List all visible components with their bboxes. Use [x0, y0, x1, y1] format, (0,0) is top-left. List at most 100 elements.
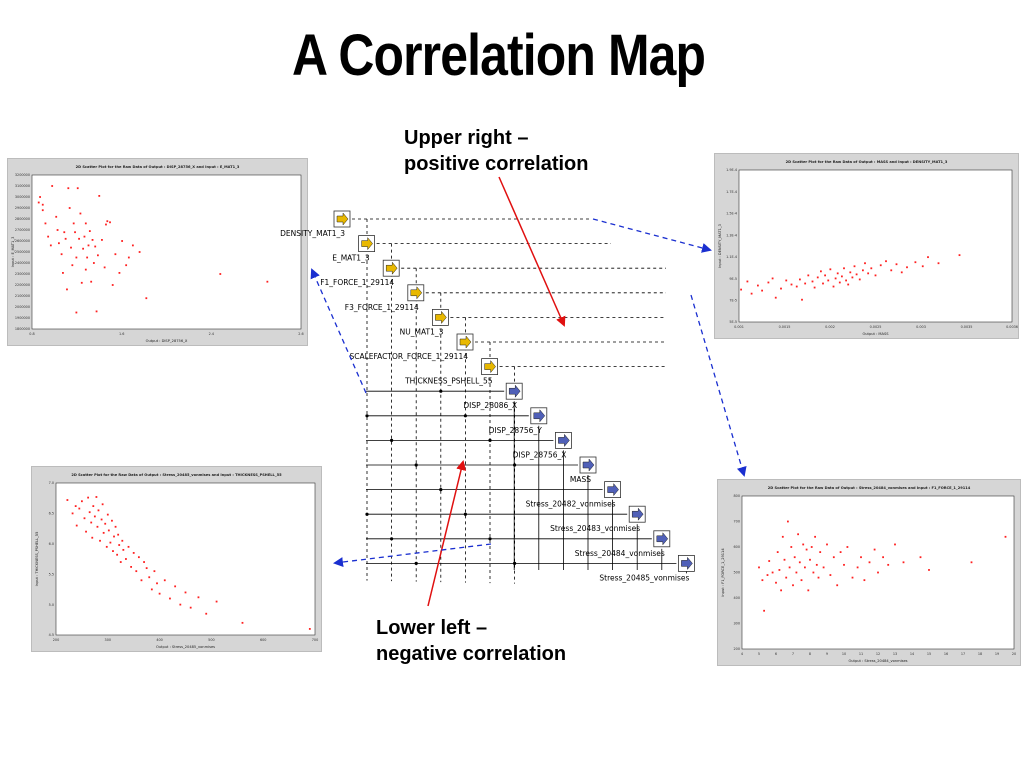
scatter-point	[71, 264, 74, 267]
y-tick-label: 2400000	[15, 261, 30, 265]
scatter-point	[826, 543, 828, 546]
scatter-point	[91, 536, 94, 539]
scatter-point	[86, 256, 89, 259]
y-tick-label: 1800000	[15, 327, 30, 331]
scatter-point	[810, 546, 813, 548]
scatter-point	[143, 561, 145, 563]
y-tick-label: 6.0	[49, 542, 54, 546]
scatter-point	[802, 543, 805, 546]
scatter-point	[757, 284, 759, 287]
scatter-point	[800, 579, 803, 582]
scatter-point	[122, 548, 125, 551]
scatter-point	[197, 596, 200, 599]
output-arrow-icon	[607, 482, 619, 497]
x-tick-label: 700	[312, 638, 318, 642]
scatter-point	[834, 277, 837, 280]
scatter-point	[112, 550, 114, 552]
y-tick-label: 2300000	[15, 272, 30, 276]
plot-area	[31, 174, 302, 330]
x-tick-label: 18	[978, 652, 982, 656]
node-label: Stress_20485_vonmises	[599, 573, 689, 582]
y-tick-label: 2700000	[15, 228, 30, 232]
scatter-point	[114, 253, 117, 256]
scatter-chart: 2D Scatter Plot for the Raw Data of Outp…	[35, 473, 318, 649]
scatter-point	[87, 496, 90, 499]
scatter-point	[847, 283, 850, 286]
x-tick-label: 2.6	[298, 332, 303, 336]
scatter-point	[827, 279, 830, 282]
scatter-point	[114, 525, 117, 528]
scatter-point	[795, 285, 798, 288]
scatter-point	[88, 230, 91, 232]
scatter-point	[127, 256, 130, 259]
scatter-point	[853, 265, 856, 268]
scatter-point	[766, 574, 769, 576]
y-tick-label: 5E-5	[729, 320, 737, 324]
scatter-point	[846, 546, 849, 548]
scatter-point	[179, 603, 182, 606]
y-tick-label: 1.9E-4	[726, 168, 737, 172]
scatter-point	[96, 525, 99, 528]
scatter-point	[873, 548, 876, 551]
scatter-point	[807, 274, 810, 277]
scatter-point	[78, 507, 81, 510]
chart-title: 2D Scatter Plot for the Raw Data of Outp…	[71, 473, 282, 477]
scatter-point	[799, 278, 801, 281]
scatter-point	[140, 579, 143, 582]
scatter-point	[894, 543, 896, 546]
x-tick-label: 300	[105, 638, 111, 642]
scatter-point	[101, 503, 104, 506]
scatter-point	[805, 548, 808, 551]
scatter-point	[118, 544, 121, 546]
scatter-point	[838, 281, 841, 284]
x-tick-label: 14	[910, 652, 914, 656]
output-arrow-icon	[631, 507, 644, 521]
correlation-dot	[390, 537, 394, 541]
correlation-dot	[365, 512, 369, 516]
y-tick-label: 400	[734, 596, 740, 600]
x-tick-label: 0.002	[825, 325, 835, 329]
x-tick-label: 400	[156, 638, 162, 642]
scatter-point	[102, 531, 105, 534]
scatter-point	[864, 262, 866, 265]
scatter-point	[813, 286, 816, 289]
scatter-chart: 2D Scatter Plot for the Raw Data of Outp…	[11, 165, 304, 343]
output-arrow-icon	[656, 532, 669, 546]
scatter-point	[72, 222, 75, 225]
network-node: F1_FORCE_1_29114	[320, 259, 400, 287]
scatter-point	[90, 280, 93, 283]
scatter-point	[92, 505, 95, 508]
network-node: Stress_20482_vonmises	[526, 481, 622, 509]
callout-upper-right-line-1: Upper right –	[404, 127, 529, 149]
x-tick-label: 0.001	[734, 325, 744, 329]
scatter-point	[785, 576, 788, 579]
x-axis-label: Output : Stress_20485_vonmises	[156, 645, 215, 649]
scatter-point	[927, 256, 929, 259]
y-tick-label: 5.5	[49, 572, 54, 576]
correlation-dot	[513, 561, 517, 565]
y-tick-label: 1.3E-4	[726, 233, 737, 237]
scatter-point	[145, 297, 148, 300]
scatter-point	[781, 535, 784, 538]
x-tick-label: 4	[741, 652, 743, 656]
scatter-point	[761, 579, 764, 582]
scatter-point	[75, 524, 78, 527]
network-node: F3_FORCE_1_29114	[345, 284, 425, 312]
scatter-point	[890, 269, 893, 272]
scatter-point	[91, 239, 94, 241]
scatter-point	[809, 558, 811, 561]
scatter-point	[109, 541, 112, 544]
x-tick-label: 0.0036	[1006, 325, 1018, 329]
scatter-point	[70, 246, 72, 249]
scatter-point	[829, 574, 832, 576]
scatter-point	[99, 539, 101, 542]
y-axis-label: Input : DENSITY_MAT1_3	[718, 224, 722, 268]
scatter-point	[740, 288, 742, 291]
scatter-point	[98, 195, 101, 197]
callout-upper-right-line-2: positive correlation	[404, 153, 589, 175]
scatter-point	[66, 288, 68, 291]
callout-upper-right: Upper right – positive correlation	[404, 125, 589, 177]
node-label: THICKNESS_PSHELL_55	[404, 377, 493, 386]
node-label: F1_FORCE_1_29114	[320, 278, 394, 287]
scatter-point	[74, 231, 76, 234]
